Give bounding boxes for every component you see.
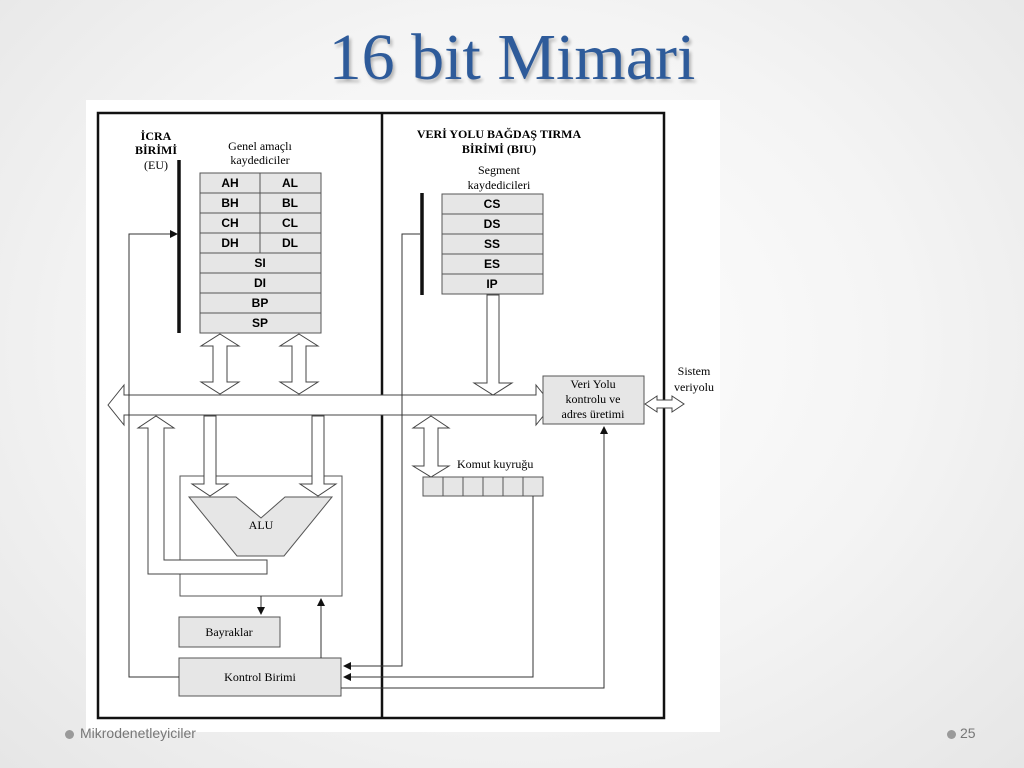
alu-unit — [187, 496, 334, 557]
footer-course-name: Mikrodenetleyiciler — [80, 725, 196, 741]
reg-bl-label: BL — [282, 196, 298, 210]
instruction-queue — [422, 476, 544, 497]
system-bus-arrow — [644, 395, 685, 413]
reg-cl-label: CL — [282, 216, 298, 230]
reg-ss-label: SS — [484, 237, 500, 251]
reg-ch-label: CH — [221, 216, 238, 230]
internal-data-bus — [107, 383, 553, 427]
system-bus-label-1: Sistem — [678, 364, 711, 378]
queue-to-control-line — [343, 496, 534, 681]
architecture-diagram: İCRA BİRİMİ (EU) Genel amaçlı kaydedicil… — [86, 100, 720, 732]
queue-cell — [482, 476, 504, 497]
queue-cell — [522, 476, 544, 497]
queue-cell — [502, 476, 524, 497]
eu-title-3: (EU) — [144, 158, 168, 172]
control-to-eu-bus-line — [128, 230, 179, 678]
page-number: 25 — [960, 725, 976, 741]
eu-title-1: İCRA — [141, 129, 172, 143]
control-unit-box — [178, 657, 342, 697]
bus-control-line1: Veri Yolu — [570, 377, 615, 391]
eu-title-2: BİRİMİ — [135, 143, 177, 157]
gp-label-2: kaydediciler — [230, 153, 289, 167]
reg-sp — [199, 312, 322, 334]
alu-output-return-arrow — [136, 415, 268, 575]
bus-control-box — [542, 375, 645, 425]
queue-label: Komut kuyruğu — [457, 457, 533, 471]
diagram-svg: İCRA BİRİMİ (EU) Genel amaçlı kaydedicil… — [96, 111, 714, 720]
seg-label-1: Segment — [478, 163, 521, 177]
slide-title: 16 bit Mimari — [328, 21, 696, 94]
reg-bp-label: BP — [252, 296, 269, 310]
reg-sp-label: SP — [252, 316, 268, 330]
system-bus-label-2: veriyolu — [674, 380, 714, 394]
reg-ah-label: AH — [221, 176, 238, 190]
bus-to-alu-arrow-left — [190, 415, 230, 497]
queue-cell — [462, 476, 484, 497]
gp-label-1: Genel amaçlı — [228, 139, 292, 153]
seg-to-bus-arrow — [472, 294, 514, 396]
reg-dl-label: DL — [282, 236, 298, 250]
reg-es-label: ES — [484, 257, 500, 271]
bus-control-line3: adres üretimi — [562, 407, 626, 421]
footer-bullet-left — [65, 730, 74, 739]
footer-bullet-right — [947, 730, 956, 739]
flags-box — [178, 616, 281, 648]
bus-control-line2: kontrolu ve — [566, 392, 621, 406]
control-unit-label: Kontrol Birimi — [224, 670, 296, 684]
alu-label: ALU — [249, 518, 274, 532]
reg-ip-label: IP — [486, 277, 497, 291]
reg-ds-label: DS — [484, 217, 501, 231]
biu-title-2: BİRİMİ (BIU) — [462, 142, 536, 156]
bus-to-alu-arrow-right — [298, 415, 338, 497]
queue-cell — [442, 476, 464, 497]
regs-bus-double-arrow-right — [278, 333, 320, 395]
seg-label-2: kaydedicileri — [468, 178, 531, 192]
general-registers: AH AL BH BL CH CL DH DL SI DI BP SP — [199, 172, 322, 334]
segment-registers: CS DS SS ES IP — [441, 193, 544, 295]
reg-di-label: DI — [254, 276, 266, 290]
flags-label: Bayraklar — [205, 625, 252, 639]
biu-title-1: VERİ YOLU BAĞDAŞ TIRMA — [417, 127, 582, 141]
reg-bh-label: BH — [221, 196, 238, 210]
reg-ip — [441, 273, 544, 295]
reg-dh-label: DH — [221, 236, 238, 250]
queue-cell — [422, 476, 444, 497]
regs-bus-double-arrow-left — [199, 333, 241, 395]
reg-si-label: SI — [254, 256, 265, 270]
reg-al-label: AL — [282, 176, 298, 190]
bus-queue-double-arrow — [411, 415, 451, 478]
control-to-bus-ctrl-line — [341, 426, 608, 689]
seg-bus-to-control-line — [343, 233, 420, 670]
reg-cs-label: CS — [484, 197, 501, 211]
